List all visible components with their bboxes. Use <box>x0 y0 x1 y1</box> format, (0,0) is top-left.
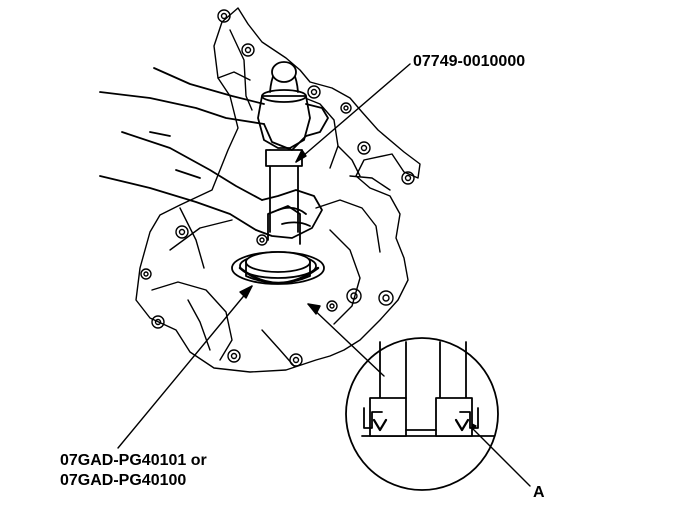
detail-circle <box>345 337 499 491</box>
attachment-part-number-line1: 07GAD-PG40101 or <box>60 452 207 469</box>
driver-tool <box>257 61 311 245</box>
hands <box>99 67 329 239</box>
leader-lines <box>117 63 531 487</box>
detail-a-label: A <box>533 484 545 501</box>
seal-attachment <box>231 251 325 285</box>
attachment-part-number-line2: 07GAD-PG40100 <box>60 472 187 489</box>
bolt-holes <box>140 9 415 367</box>
driver-part-number: 07749-0010000 <box>413 53 526 70</box>
transmission-case <box>135 7 421 373</box>
